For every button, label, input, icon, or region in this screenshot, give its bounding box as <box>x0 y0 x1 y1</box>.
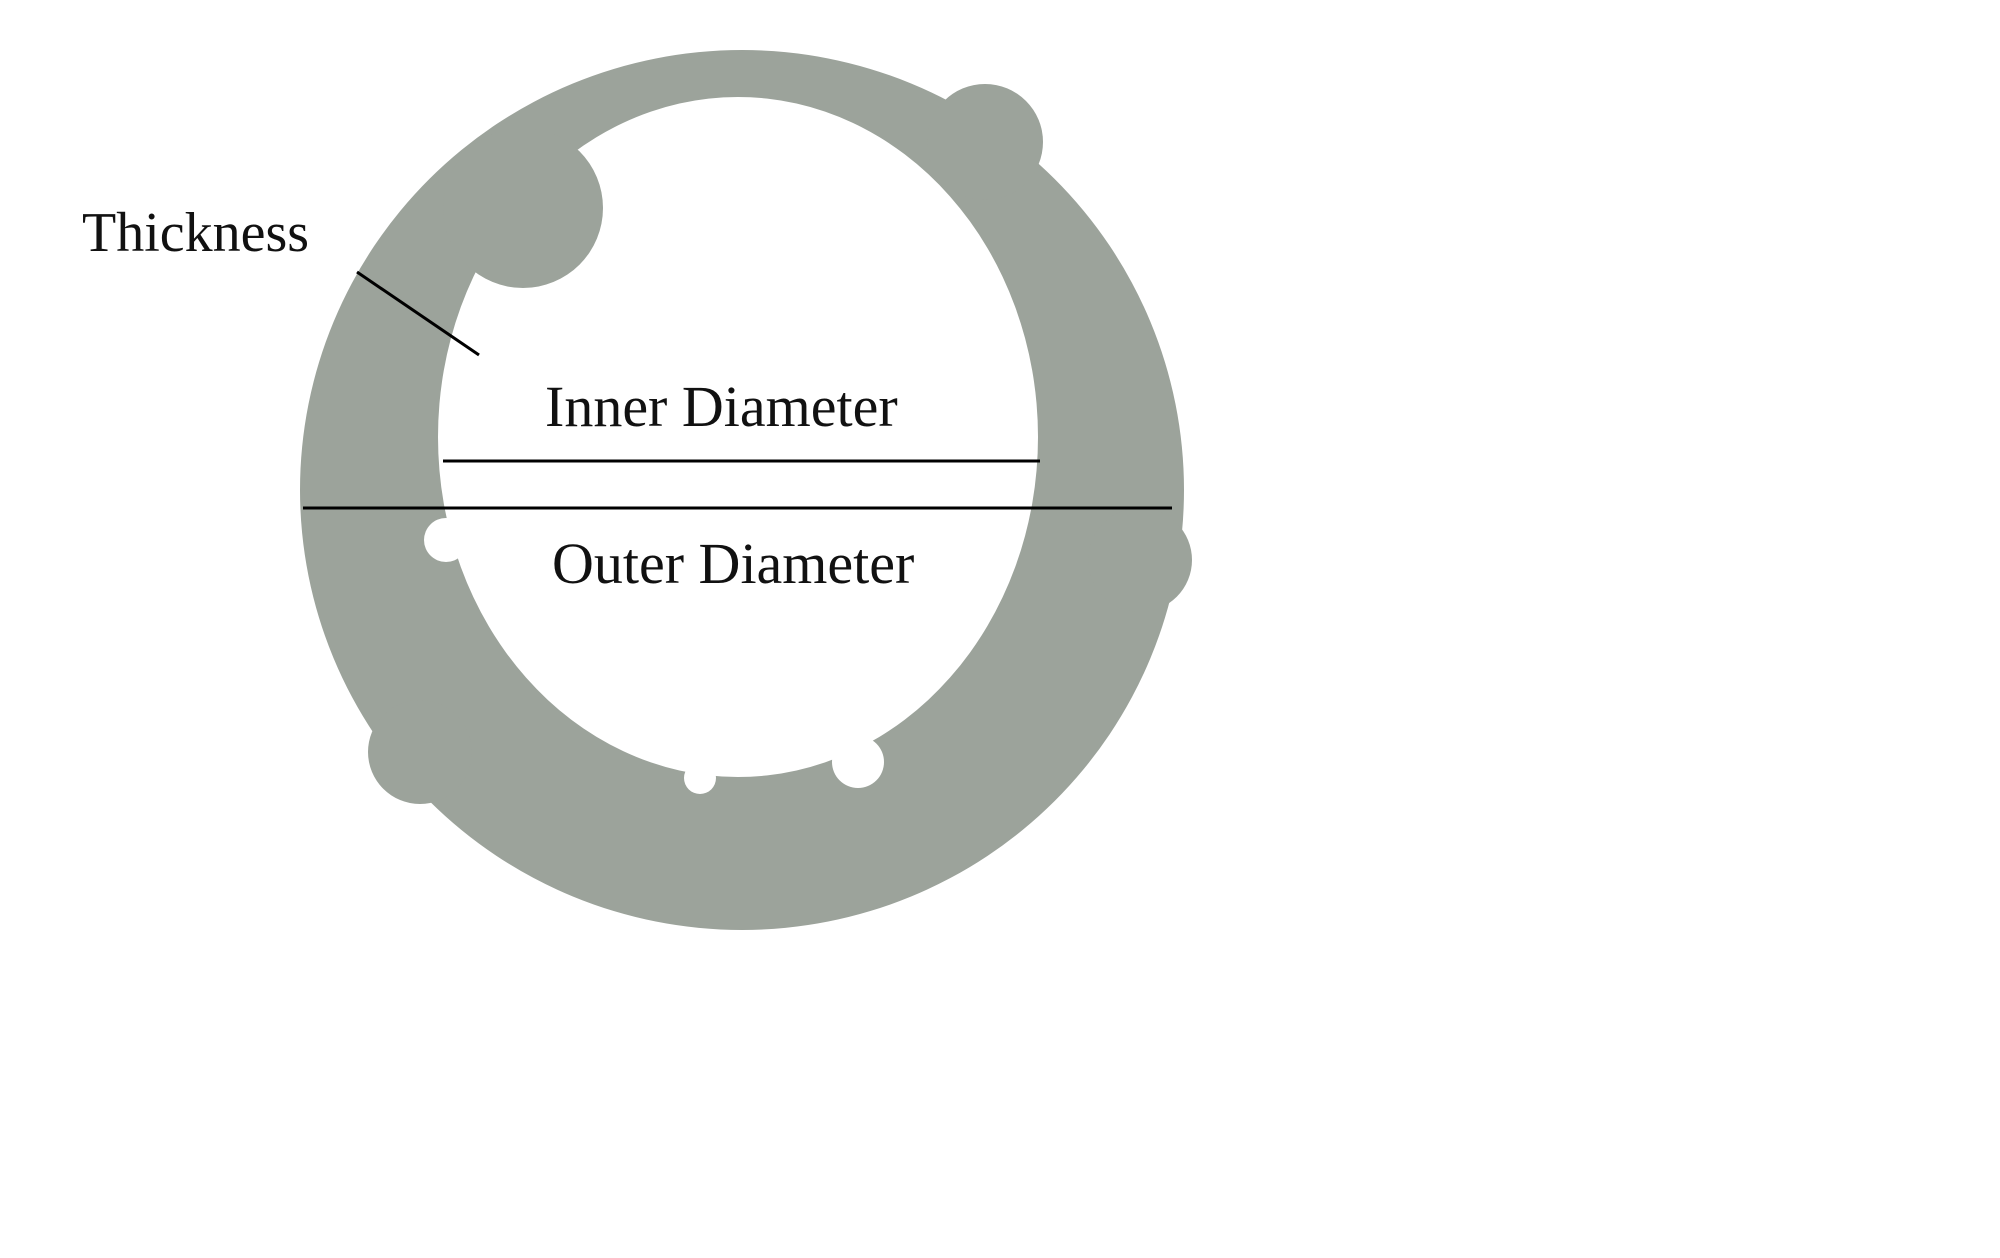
ring-bump-bottom-left <box>368 700 472 804</box>
ring-dent-inner-bottom-2 <box>684 762 716 794</box>
inner-diameter-label: Inner Diameter <box>545 374 898 439</box>
ring-bump-top-left <box>443 128 603 288</box>
ring-dent-inner-bottom <box>832 736 884 788</box>
outer-diameter-label: Outer Diameter <box>552 531 915 596</box>
ring-bump-right <box>1088 508 1192 612</box>
thickness-leader-line <box>356 270 480 357</box>
ring-bump-top-right <box>927 84 1043 200</box>
ring-shape <box>300 50 1184 930</box>
thickness-label: Thickness <box>82 202 310 264</box>
ring-dent-inner-left <box>424 518 468 562</box>
